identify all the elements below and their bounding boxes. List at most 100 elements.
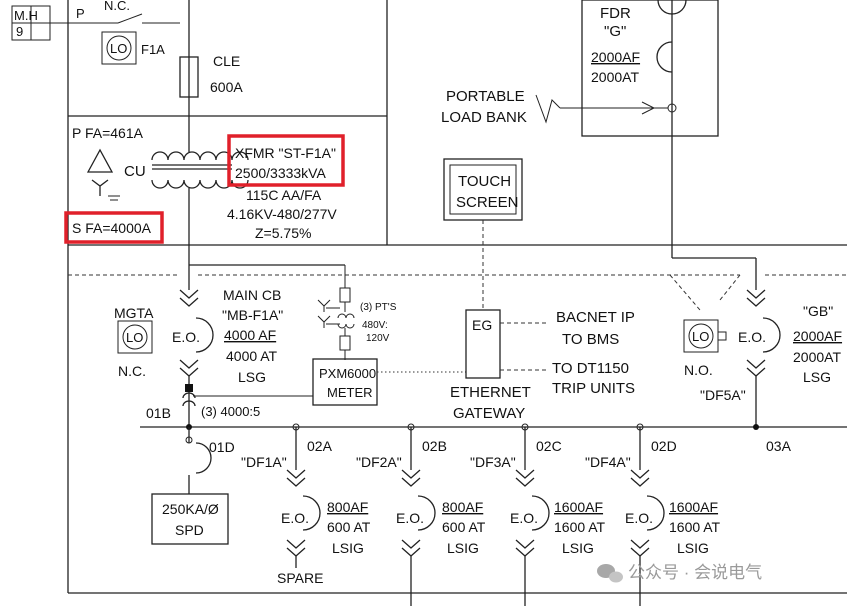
cle-label: CLE [213,53,240,69]
gb-name: "GB" [803,303,833,319]
feeder-02D-name: "DF4A" [585,454,631,470]
touch-screen: TOUCH SCREEN [443,158,523,310]
label-nc-top: N.C. [104,0,130,13]
feeder-02D: 02D "DF4A" E.O. 1600AF 1600 AT LSIG [585,423,721,606]
screen-label: SCREEN [456,194,519,211]
fdr-g-name: "G" [604,23,626,40]
mh-label: M.H [14,8,38,23]
feeder-02A-trip: LSIG [332,540,364,556]
xfmr-temp: 115C AA/FA [246,187,322,203]
spd-rating: 250KA/Ø [162,501,219,517]
mh-number: 9 [16,24,23,39]
pt-label-2: 480V: [362,320,388,331]
gb-breaker: LO N.O. "DF5A" E.O. "GB" 2000AF 2000AT L… [669,245,842,427]
gb-at: 2000AT [793,349,841,365]
meter-label: METER [327,385,373,400]
feeder-02A-name: "DF1A" [241,454,287,470]
lo-mgta: LO [126,330,143,345]
watermark-text: 公众号 · 会说电气 [628,563,762,582]
o3a-label: 03A [766,438,792,454]
feeder-02D-trip: LSIG [677,540,709,556]
ct-label: (3) 4000:5 [201,404,260,419]
feeder-02D-num: 02D [651,438,677,454]
main-eo: E.O. [172,329,200,345]
cu-label: CU [124,163,146,180]
gb-af: 2000AF [793,328,842,344]
feeder-02C-eo: E.O. [510,510,538,526]
wechat-icon [597,564,623,583]
gb-eo: E.O. [738,329,766,345]
feeder-02C-name: "DF3A" [470,454,516,470]
main-cb-af: 4000 AF [224,327,276,343]
xfmr-name: XFMR "ST-F1A" [235,145,336,161]
feeder-02D-at: 1600 AT [669,519,721,535]
spare-label: SPARE [277,570,323,586]
fdr-g-af: 2000AF [591,49,640,65]
xfmr-kva: 2500/3333kVA [235,165,326,181]
feeder-02A-af: 800AF [327,499,368,515]
bus-label: 01B [146,405,171,421]
watermark: 公众号 · 会说电气 [597,563,762,583]
pt-label-1: (3) PT'S [360,302,397,313]
feeder-g: FDR "G" 2000AF 2000AT PORTABLE LOAD BANK [441,0,719,245]
trip-units-label: TRIP UNITS [552,380,635,397]
meter-model: PXM6000 [319,366,376,381]
gateway-label: GATEWAY [453,405,525,422]
enclosure-lines [67,0,847,594]
xfmr-voltage: 4.16KV-480/277V [227,206,337,222]
feeder-02A-num: 02A [307,438,333,454]
feeder-02A: 02A "DF1A" E.O. 800AF 600 AT LSIG SPARE [241,423,371,586]
fdr-g-at: 2000AT [591,69,639,85]
ethernet-gateway: EG BACNET IP TO BMS TO DT1150 TRIP UNITS… [450,309,635,422]
df5a-label: "DF5A" [700,387,746,403]
fdr-label: FDR [600,5,631,22]
main-bus: 01B 03A [140,405,847,454]
feeder-02B-num: 02B [422,438,447,454]
xfmr-impedance: Z=5.75% [255,225,311,241]
feeder-02D-eo: E.O. [625,510,653,526]
spd-branch: 01D 250KA/Ø SPD [151,427,235,545]
main-breaker: MGTA LO N.C. E.O. MAIN CB "MB-F1A" 4000 … [114,270,304,427]
label-f1a: F1A [141,42,165,57]
secondary-fa: S FA=4000A [72,220,152,236]
pt-label-3: 120V [366,333,390,344]
feeder-02B: 02B "DF2A" E.O. 800AF 600 AT LSIG [356,423,486,606]
label-p: P [76,6,85,21]
xfmr-highlight-box [227,134,345,187]
o1d-label: 01D [209,439,235,455]
nc-key-switch: P N.C. LO F1A [50,0,180,65]
feeder-02C-num: 02C [536,438,562,454]
cle-rating: 600A [210,79,243,95]
main-cb-at: 4000 AT [226,348,278,364]
nc-left-label: N.C. [118,363,146,379]
to-dt-label: TO DT1150 [552,360,629,377]
main-cb-trip: LSG [238,369,266,385]
primary-feed: CLE 600A [179,0,243,145]
bacnet-label: BACNET IP [556,309,635,326]
feeder-02C-af: 1600AF [554,499,603,515]
feeder-02D-af: 1600AF [669,499,718,515]
spd-label: SPD [175,522,204,538]
main-cb-label: MAIN CB [223,287,281,303]
feeder-02B-eo: E.O. [396,510,424,526]
gb-trip: LSG [803,369,831,385]
feeder-02B-af: 800AF [442,499,483,515]
lo-top: LO [110,41,127,56]
portable-label: PORTABLE [446,88,525,105]
pt-meter: (3) PT'S 480V: 120V PXM6000 METER [304,265,466,406]
mgta-label: MGTA [114,305,154,321]
touch-label: TOUCH [458,173,511,190]
feeder-02B-trip: LSIG [447,540,479,556]
transformer: P FA=461A CU XFMR "ST-F1A" 2500/3333kVA … [64,125,345,270]
eg-label: EG [472,317,492,333]
lo-gb: LO [692,329,709,344]
load-bank-label: LOAD BANK [441,109,527,126]
no-label: N.O. [684,362,713,378]
feeder-02B-at: 600 AT [442,519,486,535]
feeder-02B-name: "DF2A" [356,454,402,470]
to-bms-label: TO BMS [562,331,619,348]
feeder-02A-eo: E.O. [281,510,309,526]
ethernet-label: ETHERNET [450,384,531,401]
mh-tag: M.H 9 [11,5,51,41]
